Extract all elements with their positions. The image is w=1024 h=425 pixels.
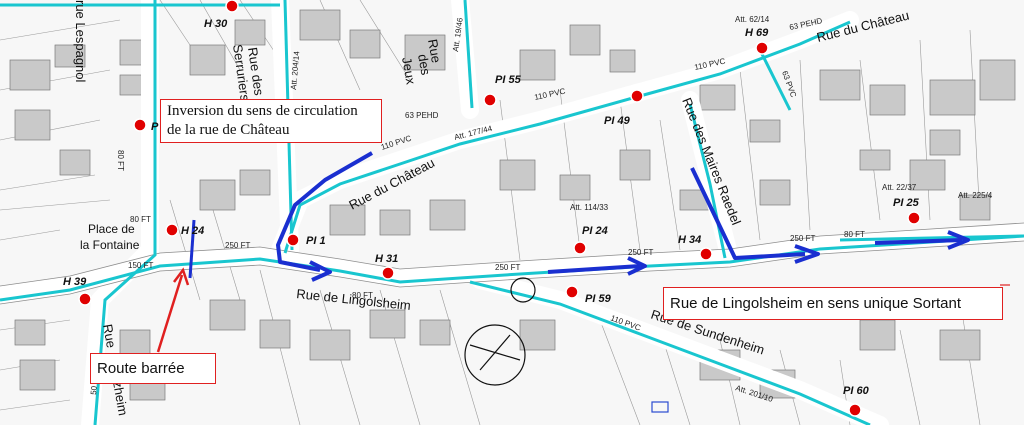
att-225-4: Att. 225/4 <box>958 191 993 200</box>
label-h31: H 31 <box>375 253 398 265</box>
label-pi24: PI 24 <box>582 225 608 237</box>
hydrant-h39 <box>78 292 92 306</box>
label-h24: H 24 <box>181 225 204 237</box>
hydrant-h24 <box>165 223 179 237</box>
street-rue-jeux-1: Rue <box>425 38 444 64</box>
label-h34: H 34 <box>678 234 701 246</box>
att-114-33: Att. 114/33 <box>570 203 609 212</box>
hydrant-p-left <box>133 118 147 132</box>
att-22-37: Att. 22/37 <box>882 183 917 192</box>
street-rue-lespagnol: rue Lespagnol <box>73 0 88 83</box>
valve-details <box>464 277 669 413</box>
valve-detail-small <box>510 277 536 303</box>
hydrant-pi25 <box>907 211 921 225</box>
hydrant-h69 <box>755 41 769 55</box>
pipe-80ft-c: 80 FT <box>352 291 373 300</box>
street-rue-chateau-upper: Rue du Château <box>815 7 911 44</box>
pipe-250ft-a: 250 FT <box>225 241 250 250</box>
hydrant-h30 <box>225 0 239 13</box>
pipe-63pehd-a: 63 PEHD <box>405 111 439 120</box>
label-h39: H 39 <box>63 276 87 288</box>
label-pi1: PI 1 <box>306 235 326 247</box>
label-pi55: PI 55 <box>495 74 522 86</box>
pipe-80ft-d: 80 FT <box>844 230 865 239</box>
hydrant-h31 <box>381 266 395 280</box>
place-fontaine-2: la Fontaine <box>80 238 140 252</box>
pipe-80ft-a: 80 FT <box>116 150 125 171</box>
label-p-left: P <box>151 121 159 133</box>
callout-sens-unique: Rue de Lingolsheim en sens unique Sortan… <box>663 287 1003 320</box>
pipe-250ft-c: 250 FT <box>628 248 653 257</box>
hydrant-markers <box>78 0 921 417</box>
label-h69: H 69 <box>745 27 769 39</box>
hydrant-pi55 <box>483 93 497 107</box>
callout-inversion: Inversion du sens de circulation de la r… <box>160 99 382 143</box>
street-bottom-left-1: Rue <box>100 323 119 349</box>
pipe-50ft: 50 FT <box>89 373 100 395</box>
map-symbol <box>651 401 669 413</box>
street-rue-jeux-2: des <box>415 53 433 77</box>
att-204-14: Att. 204/14 <box>289 50 301 90</box>
hydrant-h34 <box>699 247 713 261</box>
route-barree-pointer <box>156 267 190 353</box>
lingolsheim-arrow-1 <box>547 264 641 274</box>
label-pi49: PI 49 <box>604 115 631 127</box>
callout-route-barree: Route barrée <box>90 353 216 384</box>
pipe-250ft-d: 250 FT <box>790 234 815 243</box>
hydrant-pi49 <box>630 89 644 103</box>
pipe-150ft: 150 FT <box>128 261 153 270</box>
place-fontaine-1: Place de <box>88 222 135 236</box>
label-pi59: PI 59 <box>585 293 612 305</box>
att-62-14: Att. 62/14 <box>735 15 770 24</box>
hydrant-pi24 <box>573 241 587 255</box>
label-pi60: PI 60 <box>843 385 870 397</box>
road-edges <box>0 222 1024 305</box>
street-rue-jeux-3: Jeux <box>399 56 419 86</box>
maires-raedel-arrow <box>690 167 806 260</box>
hydrant-pi60 <box>848 403 862 417</box>
route-barree-line <box>188 219 196 279</box>
traffic-arrows <box>188 151 970 282</box>
label-pi25: PI 25 <box>893 197 920 209</box>
label-h30: H 30 <box>204 18 228 30</box>
lingolsheim-arrow-2 <box>874 238 963 245</box>
street-bottom-left-2: zheim <box>110 380 131 417</box>
street-rue-serruriers-1: Rue des <box>245 46 267 97</box>
hydrant-pi1 <box>286 233 300 247</box>
chateau-inverted-arrow <box>276 151 373 272</box>
valve-detail-large <box>464 324 526 386</box>
hydrant-pi59 <box>565 285 579 299</box>
pipe-250ft-b: 250 FT <box>495 263 520 272</box>
pipe-80ft-b: 80 FT <box>130 215 151 224</box>
